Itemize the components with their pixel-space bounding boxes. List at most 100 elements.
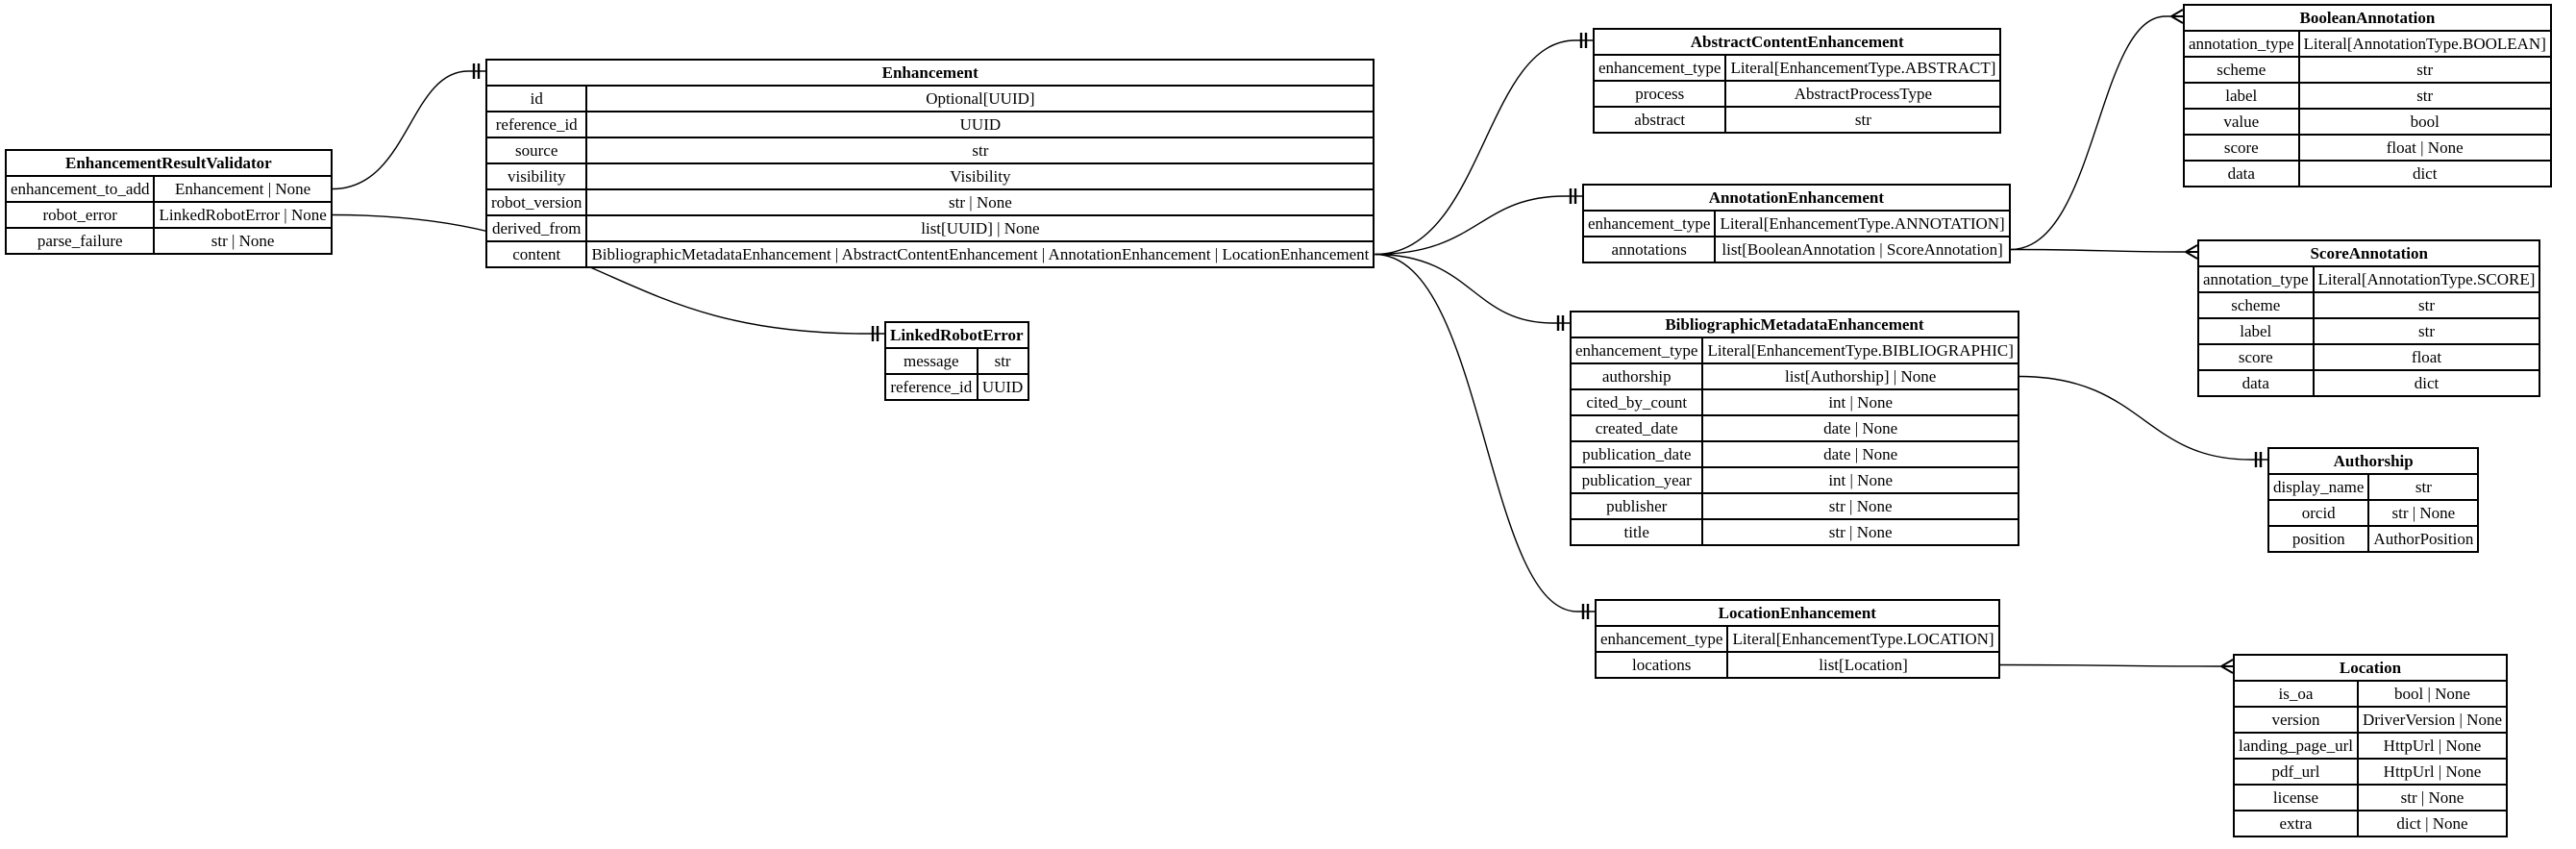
field-type: Literal[EnhancementType.ANNOTATION] bbox=[1714, 210, 2011, 237]
field-type: LinkedRobotError | None bbox=[153, 201, 333, 229]
edge-annotationenhancement-to-booleanannotation bbox=[2010, 15, 2183, 251]
edge-enhancement-to-bibliographicmetadataenhancement bbox=[1375, 253, 1570, 324]
field-type: UUID bbox=[976, 373, 1029, 401]
field-name: reference_id bbox=[884, 373, 978, 401]
field-type: Literal[AnnotationType.BOOLEAN] bbox=[2297, 30, 2552, 58]
many-marker bbox=[2170, 15, 2184, 24]
field-name: is_oa bbox=[2233, 680, 2359, 708]
edge-enhancementresultvalidator-to-linkedroboterror bbox=[332, 213, 884, 335]
field-type: AuthorPosition bbox=[2367, 525, 2480, 553]
field-type: int | None bbox=[1701, 388, 2019, 416]
field-name: enhancement_to_add bbox=[4, 175, 156, 203]
field-type: BibliographicMetadataEnhancement | Abstr… bbox=[585, 240, 1375, 268]
field-name: annotation_type bbox=[2183, 30, 2300, 58]
field-name: pdf_url bbox=[2233, 758, 2359, 786]
field-type: str bbox=[2297, 56, 2552, 84]
field-type: AbstractProcessType bbox=[1724, 80, 2002, 108]
field-type: float | None bbox=[2297, 134, 2552, 162]
entity-title: Enhancement bbox=[484, 59, 1375, 87]
field-name: display_name bbox=[2266, 473, 2370, 501]
field-name: message bbox=[884, 347, 978, 375]
field-name: license bbox=[2233, 784, 2359, 812]
field-name: label bbox=[2197, 317, 2315, 345]
field-name: annotation_type bbox=[2197, 265, 2315, 293]
entity-title: AnnotationEnhancement bbox=[1582, 184, 2011, 212]
field-type: Literal[EnhancementType.BIBLIOGRAPHIC] bbox=[1701, 337, 2019, 364]
field-type: dict bbox=[2297, 160, 2552, 187]
many-marker bbox=[2185, 251, 2198, 260]
field-name: label bbox=[2183, 82, 2300, 110]
field-name: score bbox=[2197, 343, 2315, 371]
field-type: str bbox=[2367, 473, 2480, 501]
entity-title: BooleanAnnotation bbox=[2183, 4, 2552, 32]
edge-enhancement-to-abstractcontentenhancement bbox=[1375, 39, 1593, 256]
field-name: abstract bbox=[1592, 106, 1727, 134]
edge-locationenhancement-to-location bbox=[1999, 663, 2233, 667]
field-name: visibility bbox=[484, 162, 588, 190]
field-type: Enhancement | None bbox=[153, 175, 333, 203]
field-type: DriverVersion | None bbox=[2356, 706, 2509, 734]
field-name: publication_year bbox=[1569, 466, 1704, 494]
entity-title: LocationEnhancement bbox=[1595, 599, 2000, 627]
field-name: locations bbox=[1594, 651, 1729, 679]
field-name: annotations bbox=[1581, 236, 1717, 263]
field-name: parse_failure bbox=[4, 227, 156, 255]
field-type: str bbox=[2312, 291, 2541, 319]
field-name: cited_by_count bbox=[1569, 388, 1704, 416]
field-name: source bbox=[484, 137, 588, 164]
field-name: enhancement_type bbox=[1594, 625, 1729, 653]
field-name: content bbox=[484, 240, 588, 268]
field-name: orcid bbox=[2266, 499, 2370, 527]
field-name: position bbox=[2266, 525, 2370, 553]
field-type: str bbox=[976, 347, 1029, 375]
entity-title: AbstractContentEnhancement bbox=[1592, 28, 2002, 56]
edge-enhancementresultvalidator-to-enhancement bbox=[332, 70, 485, 190]
field-name: version bbox=[2233, 706, 2359, 734]
field-type: int | None bbox=[1701, 466, 2019, 494]
field-type: str bbox=[2312, 317, 2541, 345]
entity-title: EnhancementResultValidator bbox=[5, 149, 333, 177]
field-type: Literal[EnhancementType.LOCATION] bbox=[1726, 625, 2000, 653]
field-type: list[Location] bbox=[1726, 651, 2000, 679]
entity-title: ScoreAnnotation bbox=[2196, 239, 2541, 267]
many-marker bbox=[2170, 9, 2184, 17]
field-type: date | None bbox=[1701, 414, 2019, 442]
field-name: landing_page_url bbox=[2233, 732, 2359, 760]
field-name: authorship bbox=[1569, 362, 1704, 390]
field-name: data bbox=[2183, 160, 2300, 187]
